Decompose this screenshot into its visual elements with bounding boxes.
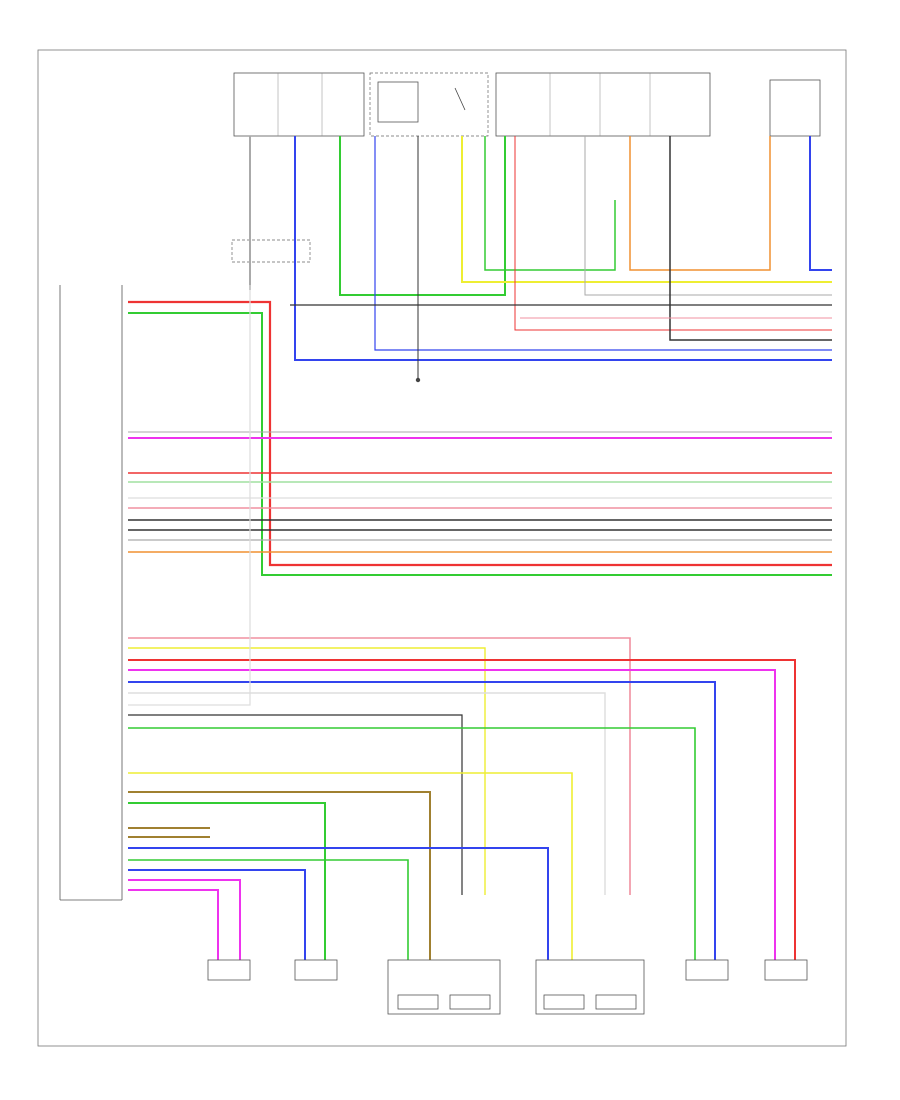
wire xyxy=(128,647,486,895)
amplifier-module xyxy=(59,285,123,901)
wire xyxy=(128,681,716,960)
junction-connector xyxy=(231,239,311,263)
wire xyxy=(294,136,832,361)
wire xyxy=(128,879,241,960)
fuse-block-right xyxy=(495,72,711,137)
wire xyxy=(128,772,573,960)
wire xyxy=(128,889,219,960)
left-front-speaker-2 xyxy=(449,994,491,1010)
wire xyxy=(669,136,832,341)
wire xyxy=(339,136,506,296)
wire xyxy=(128,869,306,960)
wire xyxy=(461,136,832,283)
wire xyxy=(128,669,776,960)
bottom-components xyxy=(207,959,808,1015)
wire xyxy=(128,791,431,960)
left-rear-speaker xyxy=(764,959,808,981)
diagram-frame xyxy=(37,49,847,1047)
wire xyxy=(128,802,326,960)
wire xyxy=(584,136,832,296)
switch-contact xyxy=(454,87,466,111)
top-components xyxy=(233,72,821,137)
wires xyxy=(128,136,832,960)
wire xyxy=(128,714,463,895)
left-front-speaker xyxy=(397,994,439,1010)
fuse-block-left xyxy=(233,72,365,137)
wire xyxy=(484,136,616,271)
relay xyxy=(377,81,419,123)
wire xyxy=(128,692,606,895)
right-front-tweeter xyxy=(294,959,338,981)
left-front-tweeter xyxy=(207,959,251,981)
wire xyxy=(128,637,631,895)
wire xyxy=(128,300,832,567)
wire xyxy=(128,727,696,960)
wire xyxy=(374,136,832,351)
wire xyxy=(128,659,796,960)
wire xyxy=(629,136,771,271)
ground-point xyxy=(415,377,421,383)
relay-box xyxy=(369,72,489,137)
top-right-connector xyxy=(769,79,821,137)
wire xyxy=(128,847,549,960)
right-front-speaker-2 xyxy=(595,994,637,1010)
wire xyxy=(128,285,251,706)
wire xyxy=(514,136,832,331)
right-rear-speaker xyxy=(685,959,729,981)
wire xyxy=(128,859,409,960)
right-front-speaker xyxy=(543,994,585,1010)
wire xyxy=(128,312,832,576)
wire xyxy=(809,136,832,271)
